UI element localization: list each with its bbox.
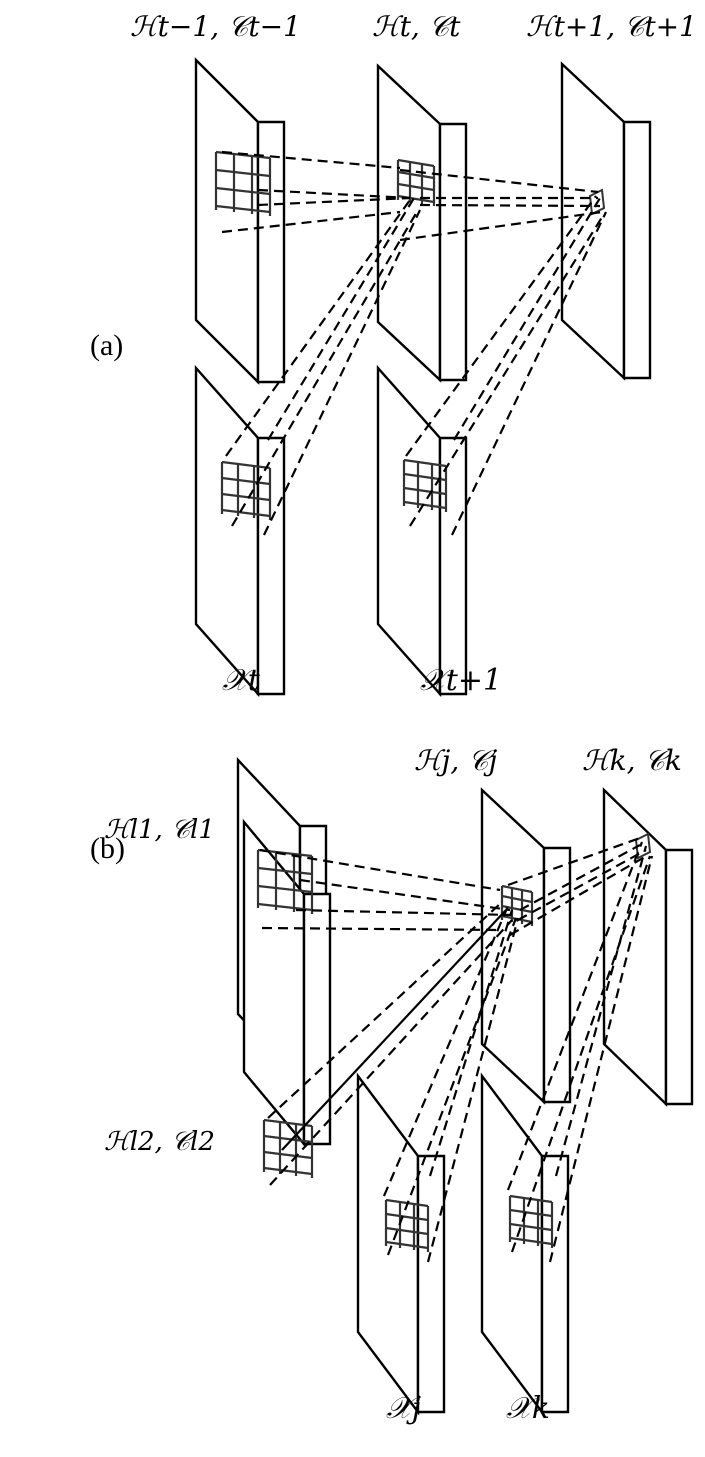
connection-line [426,917,520,1263]
panel-a-tag: (a) [90,329,123,362]
slab-h-prev [194,57,286,385]
slab-h-j [480,787,572,1105]
grid-h-l1 [256,848,314,914]
label-x-cur: 𝒳t [222,663,261,698]
diagram-shapes [194,57,694,1416]
connection-line [231,209,419,527]
connection-line [517,849,647,921]
connection-line [267,901,503,1119]
label-h-k: ℋk, 𝒞k [582,744,682,777]
connection-line [261,926,501,932]
connection-line [263,209,421,536]
grid-h-l2 [262,1118,314,1178]
connection-line [548,855,654,1263]
connection-line [405,195,597,457]
connection-line [510,855,652,1253]
label-h-next: ℋt+1, 𝒞t+1 [526,10,697,43]
connection-line [399,210,603,242]
connection-line [506,841,644,1191]
connection-line [259,848,501,892]
connection-line [269,919,513,1186]
connection-line [295,908,513,917]
connection-line [225,199,411,457]
label-x-k: 𝒳k [506,1391,550,1426]
label-h-prev: ℋt−1, 𝒞t−1 [130,10,301,43]
panel-b-tag: (b) [90,832,125,865]
connection-line [257,188,411,200]
connection-line [519,844,641,911]
connection-line [554,845,648,1177]
connection-line [281,909,507,1151]
connection-line [419,203,601,208]
connection-line [299,878,511,912]
connection-line [221,150,401,170]
slab-h-k [602,787,694,1107]
label-h-l2: ℋl2, 𝒞l2 [104,1127,215,1157]
connection-line [507,836,641,887]
connection-line [257,196,411,207]
slab-h-cur [376,63,468,383]
grid-x-cur [220,460,272,520]
connection-line [221,210,401,234]
slab-h-next [560,61,652,381]
label-h-j: ℋj, 𝒞j [414,744,498,777]
grid-h-j [500,884,534,926]
connection-line [451,211,607,536]
label-x-j: 𝒳j [386,1391,421,1426]
connection-line [428,909,514,1177]
grid-h-prev [214,150,272,216]
slab-x-cur [194,364,286,698]
grid-x-k [508,1194,554,1248]
diagram-labels: (a) ℋt−1, 𝒞t−1 ℋt, 𝒞t ℋt+1, 𝒞t+1𝒳t 𝒳t+1 (b) ℋj… [90,10,697,1426]
connection-line [509,854,649,936]
connection-line [386,917,518,1256]
label-h-l1: ℋl1, 𝒞l1 [104,815,215,845]
grid-h-cur [396,158,436,206]
label-x-next: 𝒳t+1 [420,663,502,698]
connection-line [409,213,605,527]
slab-x-k [480,1072,570,1416]
grid-x-j [384,1198,430,1252]
connection-line [399,168,599,194]
connection-line [382,905,510,1197]
label-h-cur: ℋt, 𝒞t [372,10,461,43]
